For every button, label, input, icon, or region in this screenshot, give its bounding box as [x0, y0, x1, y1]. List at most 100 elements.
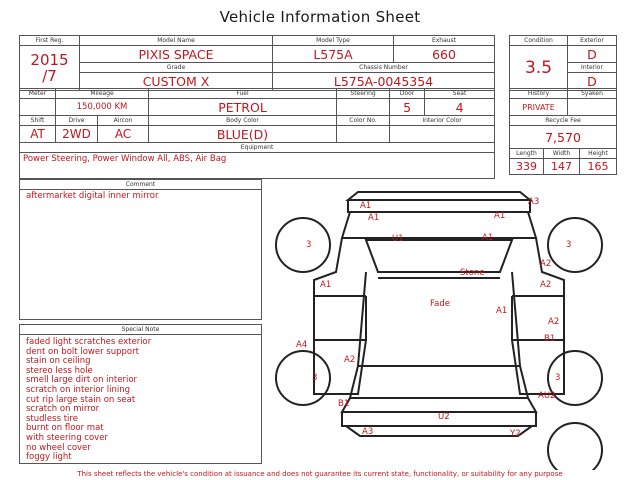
special-note-item: scratch on interior lining	[26, 384, 131, 395]
left-rear-door	[313, 339, 367, 395]
special-note-item: no wheel cover	[26, 442, 91, 453]
body-color-value: BLUE(D)	[148, 125, 338, 143]
front-left-wheel	[275, 217, 331, 273]
rear-glass	[348, 365, 530, 399]
damage-mark: A3	[528, 197, 539, 207]
special-note-item: with steering cover	[26, 432, 108, 443]
shift-value: AT	[19, 125, 56, 143]
body-color-label: Body Color	[148, 115, 338, 126]
damage-mark: B1	[544, 334, 555, 344]
comment-text: aftermarket digital inner mirror	[26, 191, 159, 201]
recycle-fee-label: Recycle Fee	[508, 115, 618, 126]
front-bumper	[345, 191, 533, 201]
damage-mark: 3	[555, 373, 560, 383]
special-note-item: stain on ceiling	[26, 356, 91, 367]
width-value: 147	[542, 158, 581, 175]
damage-mark: A1	[368, 213, 379, 223]
history-label: History	[508, 88, 569, 99]
color-no-value	[336, 125, 391, 143]
damage-mark: 3	[306, 240, 311, 250]
car-outline	[275, 191, 603, 470]
special-note-item: scratch on mirror	[26, 404, 100, 415]
model-type-value: L575A	[272, 45, 394, 63]
car-damage-diagram: A1 A3 A1 A1 U1 3 3 Stone A1 A2 A1 Fade A…	[275, 191, 603, 470]
damage-mark: A4	[296, 340, 307, 350]
first-reg-label: First Reg.	[19, 35, 80, 46]
recycle-fee-value: 7,570	[508, 125, 618, 149]
exhaust-label: Exhaust	[393, 35, 495, 46]
special-note-list: faded light scratches exterior dent on b…	[20, 335, 261, 463]
damage-marks: A1 A3 A1 A1 U1 3 3 Stone A1 A2 A1 Fade A…	[296, 197, 571, 439]
damage-mark: A3	[362, 427, 373, 437]
exhaust-value: 660	[393, 45, 495, 63]
length-label: Length	[509, 148, 544, 159]
spare-wheel	[547, 422, 603, 470]
comment-box: Comment aftermarket digital inner mirror	[19, 179, 262, 320]
door-value: 5	[389, 98, 426, 116]
aircon-value: AC	[96, 125, 150, 143]
meter-label: Meter	[19, 88, 56, 99]
special-note-item: cut rip large stain on seat	[26, 394, 136, 405]
seat-value: 4	[424, 98, 496, 116]
vehicle-spec-table: Meter Mileage Fuel Steering Door Seat 15…	[18, 88, 496, 179]
aircon-label: Aircon	[96, 115, 150, 126]
width-label: Width	[542, 148, 581, 159]
equipment-label: Equipment	[18, 142, 496, 153]
right-front-door	[511, 296, 565, 341]
model-name-value: PIXIS SPACE	[79, 45, 273, 63]
damage-mark: Stone	[460, 268, 485, 278]
rear-right-wheel	[547, 350, 603, 406]
history-table: History Syaken PRIVATE Recycle Fee 7,570…	[508, 88, 618, 175]
steering-label: Steering	[336, 88, 391, 99]
damage-mark: 3	[312, 373, 317, 383]
history-value: PRIVATE	[508, 98, 569, 116]
exterior-value: D	[567, 45, 617, 63]
tailgate	[340, 397, 538, 413]
mileage-value: 150,000 KM	[54, 98, 150, 116]
damage-mark: B1	[338, 399, 349, 409]
right-rear-door	[511, 339, 565, 395]
special-note-item: burnt on floor mat	[26, 423, 104, 434]
special-note-item: stereo less hole	[26, 365, 93, 376]
damage-mark: A2	[540, 259, 551, 269]
condition-grade: 3.5	[509, 45, 568, 91]
length-value: 339	[509, 158, 544, 175]
damage-mark: U2	[438, 412, 450, 422]
damage-mark: A2	[548, 317, 559, 327]
special-note-item: studless tire	[26, 413, 78, 424]
damage-mark: A1	[320, 280, 331, 290]
special-note-box: Special Note faded light scratches exter…	[19, 324, 262, 464]
equipment-value: Power Steering, Power Window All, ABS, A…	[18, 152, 496, 179]
grade-label: Grade	[79, 62, 273, 73]
interior-label: Interior	[567, 62, 617, 73]
model-name-label: Model Name	[79, 35, 273, 46]
damage-mark: A1	[360, 201, 371, 211]
height-value: 165	[579, 158, 618, 175]
damage-mark: A1	[494, 211, 505, 221]
right-front-fender	[512, 237, 565, 297]
shift-label: Shift	[19, 115, 56, 126]
damage-mark: U1	[392, 234, 404, 244]
door-label: Door	[389, 88, 426, 99]
interior-color-label: Interior Color	[389, 115, 496, 126]
exterior-label: Exterior	[567, 35, 617, 46]
roof	[356, 271, 522, 367]
first-reg-value: 2015/7	[19, 45, 80, 91]
rear-left-wheel	[275, 350, 331, 406]
special-note-item: dent on bolt lower support	[26, 346, 139, 357]
special-note-label: Special Note	[20, 325, 261, 335]
disclaimer-footer: This sheet reflects the vehicle's condit…	[77, 470, 563, 478]
damage-mark: A2	[540, 280, 551, 290]
special-note-item: foggy light	[26, 452, 72, 463]
drive-label: Drive	[55, 115, 98, 126]
damage-mark: Fade	[430, 299, 450, 309]
damage-mark: A2	[344, 355, 355, 365]
vehicle-id-table: First Reg. Model Name Model Type Exhaust…	[19, 35, 495, 91]
drive-value: 2WD	[55, 125, 98, 143]
front-right-wheel	[547, 217, 603, 273]
damage-mark: AU2	[538, 391, 555, 401]
fuel-value: PETROL	[148, 98, 338, 116]
rear-bumper-lower	[345, 425, 533, 437]
damage-mark: A1	[496, 306, 507, 316]
chassis-number-label: Chassis Number	[272, 62, 495, 73]
